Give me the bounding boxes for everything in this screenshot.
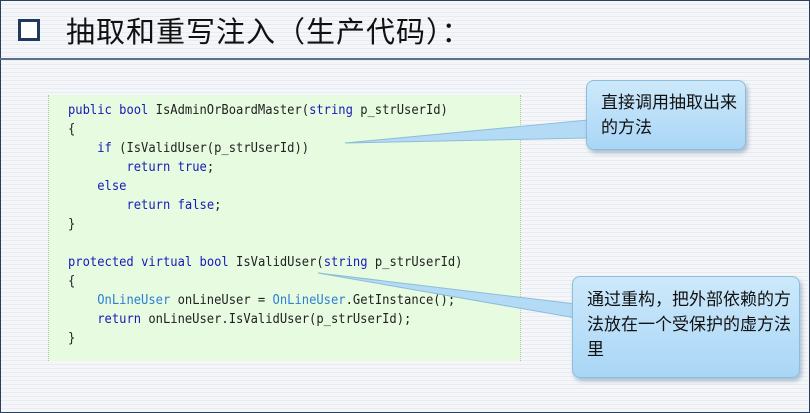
code-line: OnLineUser onLineUser = OnLineUser.GetIn… xyxy=(68,291,462,310)
code-keyword: else xyxy=(97,179,127,194)
code-text: } xyxy=(68,331,76,346)
code-type-name: OnLineUser xyxy=(97,293,171,308)
code-keyword: string xyxy=(323,255,368,270)
title-row: 抽取和重写注入（生产代码）： xyxy=(18,10,472,50)
code-text: } xyxy=(68,217,76,232)
code-keyword: false xyxy=(177,198,215,213)
code-keyword: string xyxy=(309,103,353,118)
callout-top-pointer xyxy=(344,119,589,144)
code-text: (IsValidUser(p_strUserId)) xyxy=(111,141,310,156)
code-text: ; xyxy=(206,160,215,175)
code-keyword: if xyxy=(97,141,112,156)
code-text: ; xyxy=(214,198,222,213)
code-keyword: bool xyxy=(199,255,229,270)
code-line: protected virtual bool IsValidUser(strin… xyxy=(68,253,462,272)
code-text: onLineUser = xyxy=(170,293,273,308)
hollow-square-bullet-icon xyxy=(18,19,40,41)
code-listing: public bool IsAdminOrBoardMaster(string … xyxy=(68,101,462,348)
code-keyword: return xyxy=(97,312,142,327)
code-text: { xyxy=(68,122,76,137)
code-keyword: return xyxy=(126,160,171,175)
slide-title: 抽取和重写注入（生产代码）： xyxy=(66,15,472,49)
code-text: p_strUserId) xyxy=(352,103,448,118)
code-keyword: bool xyxy=(119,103,149,118)
callout-extracted-method: 直接调用抽取出来的方法 xyxy=(586,80,746,150)
code-type-name: OnLineUser xyxy=(272,293,346,308)
code-line: } xyxy=(68,215,462,234)
code-line: return true; xyxy=(68,158,462,177)
code-text: onLineUser.IsValidUser(p_strUserId); xyxy=(141,312,412,327)
code-line: public bool IsAdminOrBoardMaster(string … xyxy=(68,101,462,120)
code-keyword: return xyxy=(126,198,171,213)
code-line: { xyxy=(68,120,462,139)
code-text: IsAdminOrBoardMaster( xyxy=(148,103,310,118)
code-line: { xyxy=(68,272,462,291)
callout-bottom-pointer xyxy=(317,272,577,319)
callout-bottom-text: 通过重构，把外部依赖的方法放在一个受保护的虚方法里 xyxy=(587,290,791,360)
code-line: return false; xyxy=(68,196,462,215)
code-keyword: true xyxy=(177,160,207,175)
code-line: else xyxy=(68,177,462,196)
code-keyword: public xyxy=(68,103,112,118)
code-line: return onLineUser.IsValidUser(p_strUserI… xyxy=(68,310,462,329)
code-keyword: virtual xyxy=(141,255,193,270)
callout-virtual-method: 通过重构，把外部依赖的方法放在一个受保护的虚方法里 xyxy=(572,276,800,378)
code-keyword: protected xyxy=(68,255,134,270)
code-text: .GetInstance(); xyxy=(345,293,456,308)
code-text: IsValidUser( xyxy=(228,255,324,270)
code-line: if (IsValidUser(p_strUserId)) xyxy=(68,139,462,158)
code-text: p_strUserId) xyxy=(367,255,463,270)
callout-top-text: 直接调用抽取出来的方法 xyxy=(601,93,737,138)
code-line: } xyxy=(68,329,462,348)
code-text: { xyxy=(68,274,76,289)
title-divider xyxy=(0,58,810,60)
